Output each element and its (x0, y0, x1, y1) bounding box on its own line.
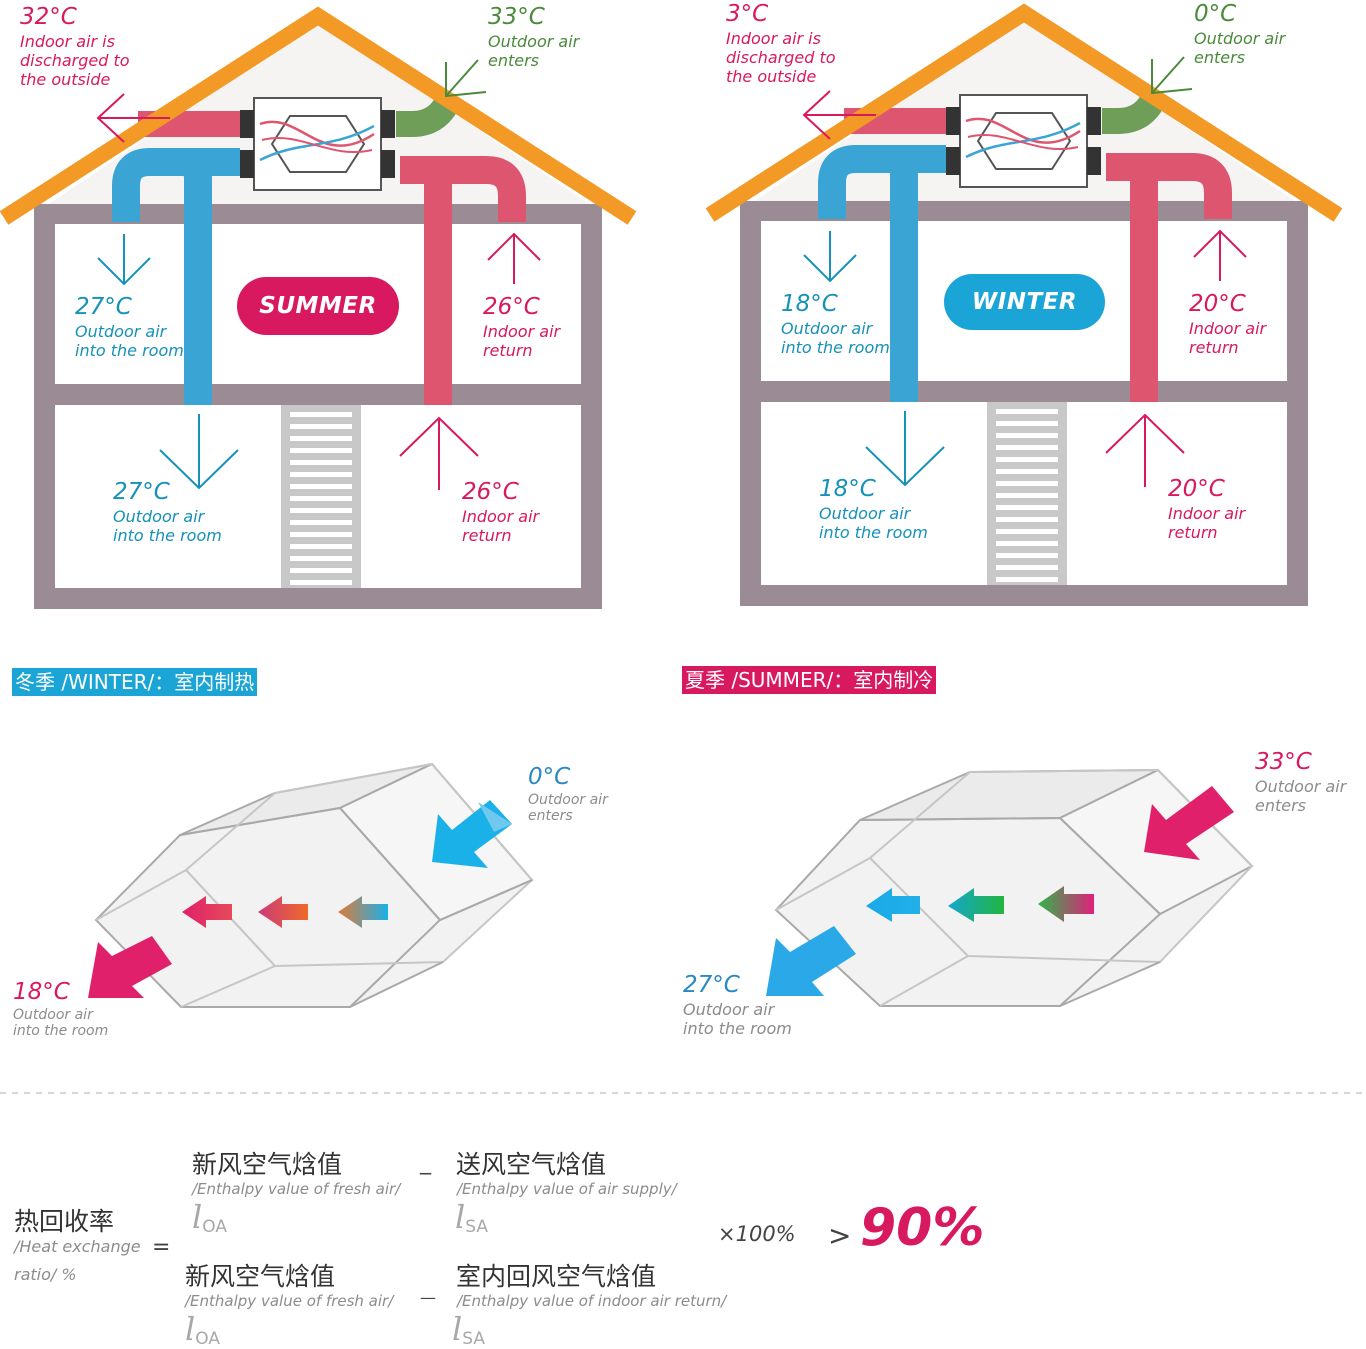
upper-supply-arrow (97, 234, 151, 286)
stair-tread (290, 580, 352, 585)
stair-tread (996, 457, 1058, 462)
stair-tread (290, 484, 352, 489)
stair-tread (996, 517, 1058, 522)
summer-flow-arrows (866, 886, 1094, 922)
winter-intake-arrow (432, 800, 512, 868)
formula-result: 90% (860, 1198, 985, 1258)
stair-tread (290, 556, 352, 561)
stair-tread (290, 412, 352, 417)
lower-supply-arrow (159, 414, 239, 490)
formula-greater: > (828, 1219, 852, 1252)
formula-lhs-en-1: /Heat exchange (14, 1237, 141, 1256)
stair-tread (290, 424, 352, 429)
winter-flow-arrows (182, 896, 388, 928)
stair-tread (996, 565, 1058, 570)
stair-tread (996, 481, 1058, 486)
intake-arrow (445, 59, 487, 98)
num-left-symbol: lOA (192, 1198, 227, 1237)
stair-tread (290, 520, 352, 525)
formula-equals: = (152, 1235, 171, 1260)
den-left-en: /Enthalpy value of fresh air/ (185, 1292, 394, 1310)
stair-tread (996, 529, 1058, 534)
room-lower-right (361, 405, 581, 588)
stair-tread (290, 496, 352, 501)
summer-intake-label: 33°C Outdoor air enters (488, 4, 580, 70)
roof (0, 6, 637, 225)
summer-exhaust-label: 32°C Indoor air is discharged to the out… (20, 4, 130, 89)
stair-tread (996, 577, 1058, 582)
num-left-cn: 新风空气焓值 (192, 1150, 343, 1179)
summer-heading: 夏季 /SUMMER/：室内制冷 (682, 666, 937, 694)
summer-upper-supply-label: 27°C Outdoor air into the room (75, 294, 184, 360)
den-right-cn: 室内回风空气焓值 (456, 1262, 657, 1291)
lower-return-arrow (399, 416, 479, 490)
stair-tread (290, 532, 352, 537)
summer-lower-return-label: 26°C Indoor air return (462, 479, 540, 545)
stair-tread (996, 469, 1058, 474)
stair-tread (290, 472, 352, 477)
num-right-cn: 送风空气焓值 (456, 1150, 607, 1179)
summer-badge: SUMMER (237, 277, 399, 335)
winter-intake-label: 0°C Outdoor air enters (1194, 1, 1286, 67)
stair-tread (996, 445, 1058, 450)
den-left-symbol: lOA (185, 1310, 220, 1349)
den-left-cn: 新风空气焓值 (185, 1262, 336, 1291)
winter-heading: 冬季 /WINTER/：室内制热 (12, 668, 258, 696)
winter-lower-return-label: 20°C Indoor air return (1168, 476, 1246, 542)
den-right-en: /Enthalpy value of indoor air return/ (457, 1292, 727, 1310)
winter-output-arrow (88, 936, 172, 998)
stair-tread (996, 505, 1058, 510)
summer-core-output-label: 27°C Outdoor air into the room (683, 972, 792, 1038)
winter-badge: WINTER (944, 274, 1105, 330)
stair-tread (996, 421, 1058, 426)
stair-tread (996, 553, 1058, 558)
stair-tread (290, 460, 352, 465)
stair-tread (290, 448, 352, 453)
stair-tread (290, 544, 352, 549)
stair-tread (996, 493, 1058, 498)
num-minus: _ (420, 1150, 431, 1175)
stair-tread (290, 436, 352, 441)
winter-upper-return-label: 20°C Indoor air return (1189, 291, 1267, 357)
winter-upper-supply-label: 18°C Outdoor air into the room (781, 291, 890, 357)
winter-core-intake-label: 0°C Outdoor air enters (528, 764, 608, 825)
winter-core-output-label: 18°C Outdoor air into the room (13, 979, 109, 1040)
num-left-en: /Enthalpy value of fresh air/ (192, 1180, 401, 1198)
stair-tread (996, 409, 1058, 414)
room-lower-left (55, 405, 281, 588)
winter-exchanger-core (94, 762, 534, 1008)
staircase (281, 405, 361, 588)
den-right-symbol: lSA (452, 1310, 485, 1349)
stair-tread (996, 541, 1058, 546)
summer-output-arrow (766, 926, 856, 996)
num-right-symbol: lSA (455, 1198, 488, 1237)
num-right-en: /Enthalpy value of air supply/ (457, 1180, 677, 1198)
formula-times: ×100% (718, 1222, 796, 1246)
den-minus: — (420, 1288, 436, 1307)
pink-return-branch (438, 156, 526, 222)
formula-lhs-en-2: ratio/ % (14, 1265, 77, 1284)
formula-lhs-title: 热回收率 (14, 1207, 115, 1236)
summer-exchanger-core (774, 768, 1254, 1007)
summer-lower-supply-label: 27°C Outdoor air into the room (113, 479, 222, 545)
stair-tread (996, 433, 1058, 438)
summer-intake-arrow (1144, 786, 1234, 860)
upper-return-arrow (487, 232, 541, 284)
stair-tread (290, 568, 352, 573)
winter-exhaust-label: 3°C Indoor air is discharged to the outs… (726, 1, 836, 86)
exhaust-arrow (96, 93, 170, 143)
stair-tread (290, 508, 352, 513)
winter-lower-supply-label: 18°C Outdoor air into the room (819, 476, 928, 542)
summer-core-intake-label: 33°C Outdoor air enters (1255, 749, 1347, 815)
winter-house (705, 3, 1343, 606)
summer-upper-return-label: 26°C Indoor air return (483, 294, 561, 360)
